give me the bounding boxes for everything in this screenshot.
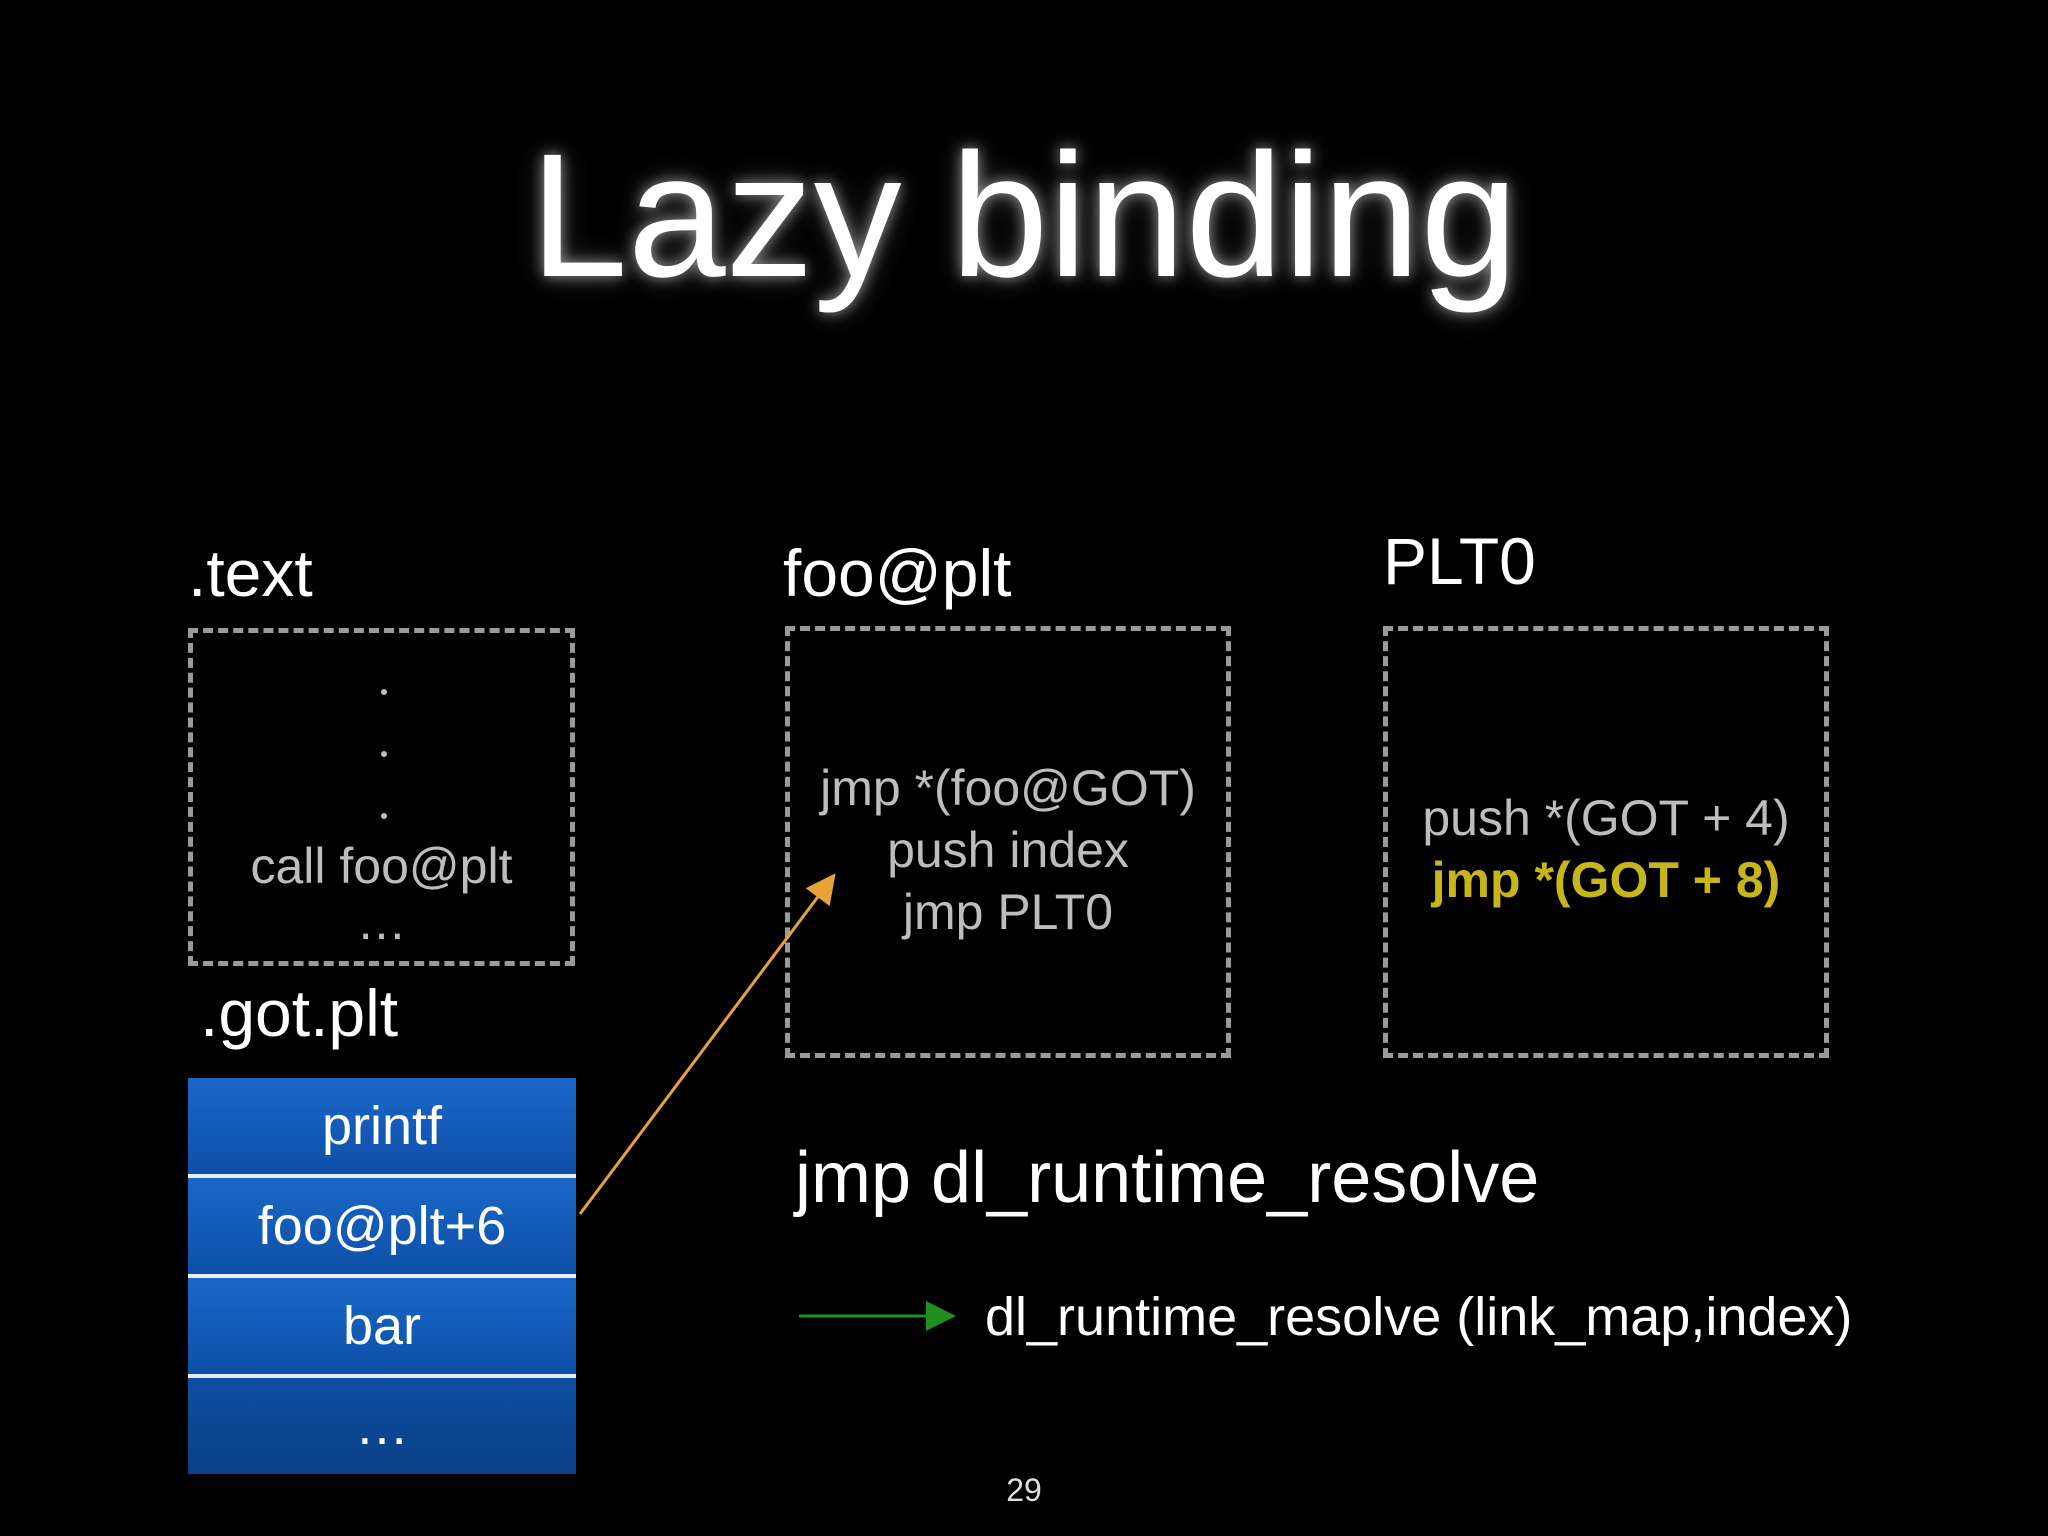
got-row-printf: printf xyxy=(188,1078,576,1178)
plt0-line-1: push *(GOT + 4) xyxy=(1422,790,1790,846)
text-section-label: .text xyxy=(188,536,313,610)
slide-title: Lazy binding xyxy=(529,118,1519,314)
plt0-label: PLT0 xyxy=(1383,524,1536,598)
ellipsis-dot xyxy=(381,689,387,695)
page-number: 29 xyxy=(1006,1472,1042,1508)
foo-plt-box: jmp *(foo@GOT) push index jmp PLT0 xyxy=(785,626,1231,1058)
plt0-line-2-highlight: jmp *(GOT + 8) xyxy=(1431,852,1781,908)
foo-plt-label: foo@plt xyxy=(783,536,1012,610)
orange-arrow xyxy=(578,873,836,1215)
jmp-dl-runtime-resolve: jmp dl_runtime_resolve xyxy=(795,1138,1540,1218)
got-row-ellipsis: … xyxy=(188,1378,576,1474)
foo-plt-line-1: jmp *(foo@GOT) xyxy=(820,760,1196,816)
text-ellipsis: … xyxy=(356,894,407,950)
ellipsis-dot xyxy=(381,813,387,819)
dl-runtime-resolve-call: dl_runtime_resolve (link_map,index) xyxy=(985,1287,1853,1347)
text-section-box: call foo@plt … xyxy=(188,628,575,966)
got-plt-table: printf foo@plt+6 bar … xyxy=(188,1078,576,1474)
foo-plt-line-3: jmp PLT0 xyxy=(902,884,1114,940)
ellipsis-dot xyxy=(381,751,387,757)
foo-plt-line-2: push index xyxy=(887,822,1129,878)
got-plt-label: .got.plt xyxy=(200,976,399,1050)
got-row-bar: bar xyxy=(188,1278,576,1378)
got-row-foo: foo@plt+6 xyxy=(188,1178,576,1278)
call-foo-plt-line: call foo@plt xyxy=(250,838,513,894)
plt0-box: push *(GOT + 4) jmp *(GOT + 8) xyxy=(1383,626,1829,1058)
